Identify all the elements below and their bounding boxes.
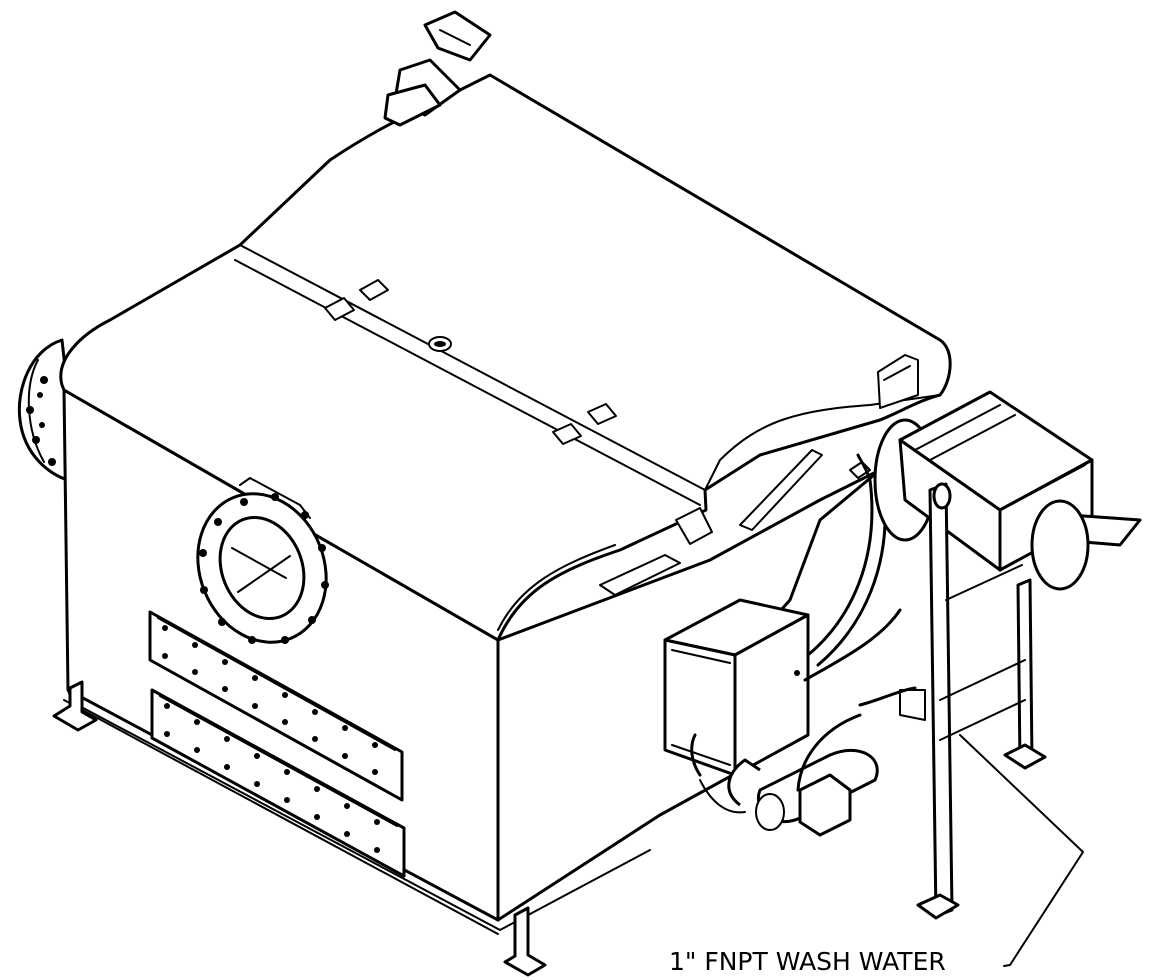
control-box (663, 598, 810, 777)
callout-leader (959, 734, 1084, 967)
cleanout-panel-lower (150, 688, 406, 878)
tank-cover (59, 73, 952, 642)
top-drive-motor (383, 10, 492, 127)
piping (690, 453, 917, 792)
left-end-flange (17, 338, 70, 482)
support-stand (899, 482, 1047, 920)
right-face-brackets (599, 449, 823, 596)
cleanout-panel-upper (148, 610, 404, 802)
hinge-bracket (324, 279, 617, 445)
screen-discharge-housing (873, 390, 1142, 591)
wash-water-callout-label: 1" FNPT WASH WATER (669, 947, 946, 976)
side-flanged-outlet (196, 492, 329, 644)
tank-feet (52, 680, 547, 977)
wash-pump-motor (699, 748, 879, 837)
